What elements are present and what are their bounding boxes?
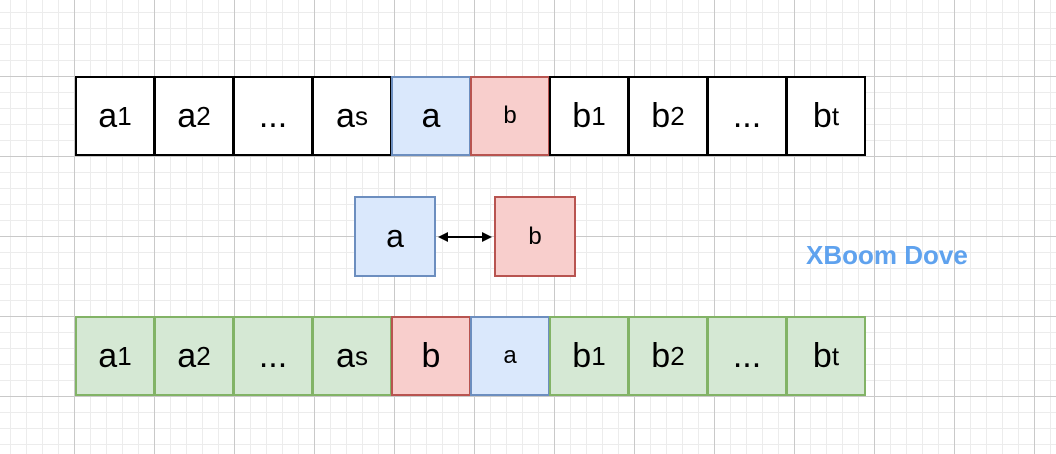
seq-cell-ellipsis: ... [707, 316, 787, 396]
seq-cell-ellipsis: ... [233, 316, 313, 396]
swap-box-a: a [354, 196, 436, 277]
double-arrow-icon [438, 232, 492, 242]
seq-cell-a: a [391, 76, 471, 156]
seq-cell-b: b [470, 76, 550, 156]
watermark-label: XBoom Dove [806, 240, 968, 270]
swap-box-b: b [494, 196, 576, 277]
seq-cell-ellipsis: ... [233, 76, 313, 156]
seq-cell-a: a [470, 316, 550, 396]
seq-cell-b: b [391, 316, 471, 396]
seq-cell-ellipsis: ... [707, 76, 787, 156]
